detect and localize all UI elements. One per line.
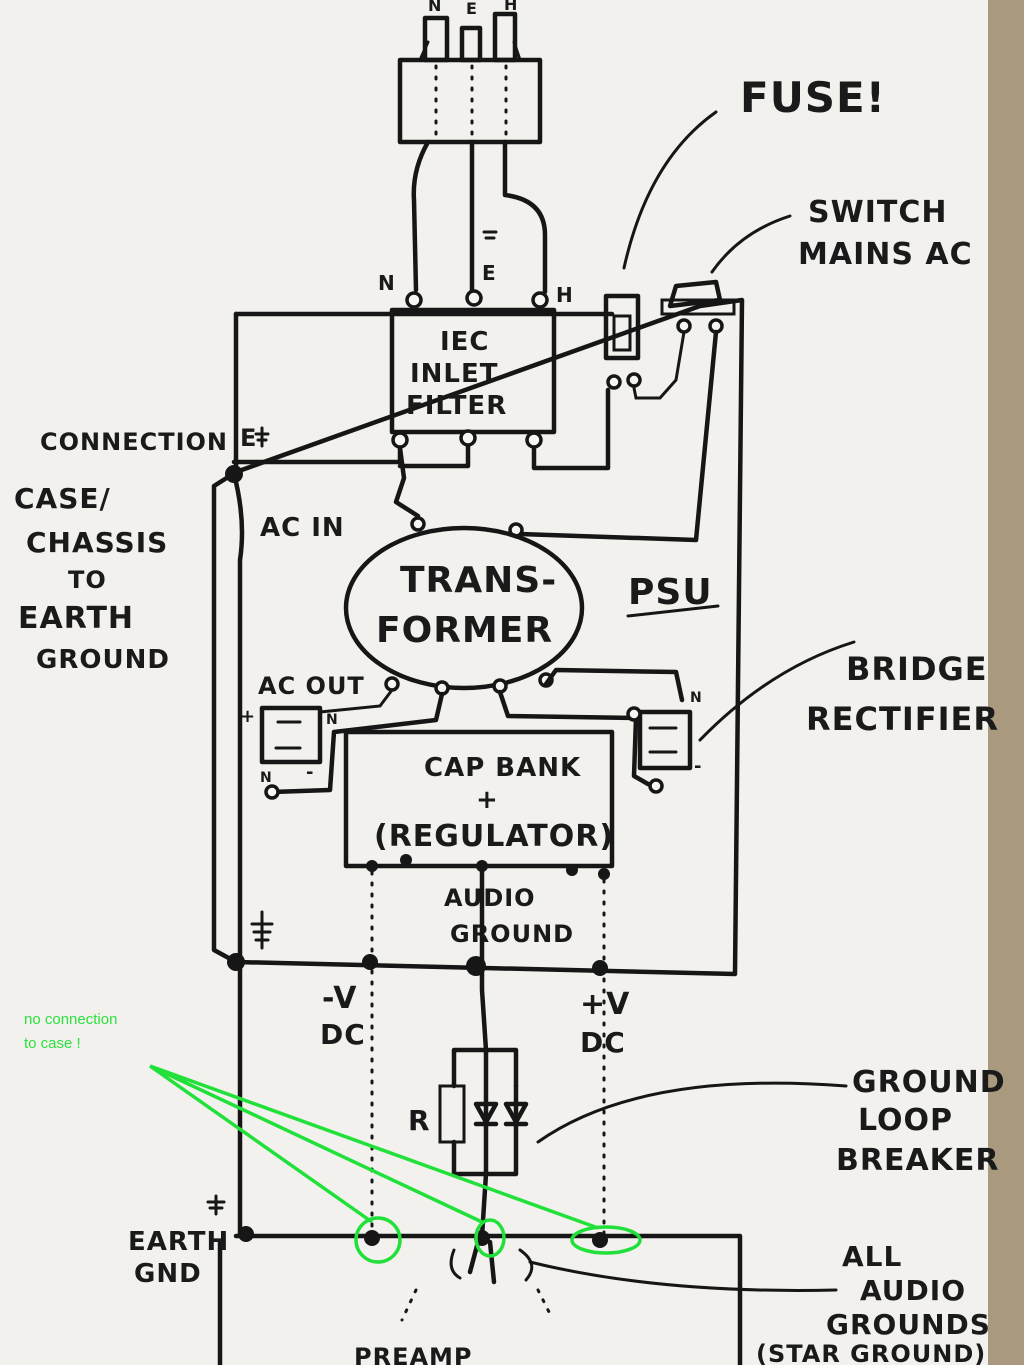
rect-left-n2: N xyxy=(260,770,273,786)
internal-wiring xyxy=(231,329,719,543)
psu-underline xyxy=(626,604,720,618)
neg-v-line1: -V xyxy=(322,981,358,1016)
switch-pointer xyxy=(710,214,792,274)
ground-loop-pointer xyxy=(536,1081,848,1144)
fuse-holder xyxy=(603,293,642,390)
chassis-ground-icon xyxy=(250,910,274,950)
transformer-label-line2: FORMER xyxy=(376,610,553,651)
cap-bank-regulator: CAP BANK + (REGULATOR) xyxy=(343,729,615,880)
ground-loop-breaker: R xyxy=(408,1047,529,1239)
audio-ground-line1: AUDIO xyxy=(444,884,536,912)
earth-node-bottom xyxy=(227,953,245,971)
ac-out-label: AC OUT xyxy=(258,672,365,700)
rect-right-minus: - xyxy=(694,756,702,777)
all-audio-pointer xyxy=(528,1260,838,1292)
chassis-earth-wire xyxy=(231,471,245,1237)
rect-right-n: N xyxy=(690,690,703,706)
capbank-label-line1: CAP BANK xyxy=(424,753,581,783)
transformer: TRANS- FORMER xyxy=(343,525,585,696)
earth-gnd-line2: GND xyxy=(134,1259,202,1289)
bridge-pointer xyxy=(698,640,856,742)
bridge-rectifier-right: N - xyxy=(497,667,703,794)
ground-loop-line2: LOOP xyxy=(858,1103,953,1138)
iec-label-line2: INLET xyxy=(410,359,499,389)
ground-loop-line1: GROUND xyxy=(852,1065,1006,1100)
chassis-note-line2: CASE/ xyxy=(14,482,111,515)
psu-label: PSU xyxy=(628,572,713,613)
green-note-line2: to case ! xyxy=(24,1035,81,1052)
capbank-label-line2: + xyxy=(476,785,499,815)
terminal-h-label: H xyxy=(556,283,574,307)
all-audio-line3: GROUNDS xyxy=(826,1308,991,1341)
rect-left-minus: - xyxy=(306,762,314,783)
green-annotation: no connection to case ! xyxy=(24,1011,642,1264)
preamp-label: PREAMP xyxy=(354,1343,473,1365)
green-circle-pos xyxy=(570,1225,642,1255)
switch-label-line1: SWITCH xyxy=(808,195,947,230)
all-audio-line4: (STAR GROUND) xyxy=(756,1340,986,1365)
all-audio-line1: ALL xyxy=(842,1240,902,1273)
fuse-pointer xyxy=(622,110,718,270)
iec-label-line3: FILTER xyxy=(406,391,507,421)
green-circle-neg xyxy=(354,1216,402,1264)
fuse-label: FUSE! xyxy=(740,73,886,122)
ground-loop-line3: BREAKER xyxy=(836,1143,1000,1178)
plug-pin-e-label: E xyxy=(466,0,478,18)
earth-gnd-line1: EARTH xyxy=(128,1227,229,1257)
chassis-note-line5: EARTH xyxy=(18,601,134,636)
pos-v-line2: DC xyxy=(580,1026,626,1059)
bridge-label-line1: BRIDGE xyxy=(846,650,988,688)
plug-pin-h-label: H xyxy=(504,0,518,14)
earth-top-label: E xyxy=(240,424,257,452)
bridge-rectifier-left: + N N - xyxy=(240,688,445,800)
chassis-note-line1: CONNECTION xyxy=(40,428,228,456)
iec-label-line1: IEC xyxy=(440,327,490,357)
chassis-note-line3: CHASSIS xyxy=(26,526,168,559)
mains-switch xyxy=(660,279,736,334)
dc-rails xyxy=(362,869,608,1240)
chassis-note-line6: GROUND xyxy=(36,645,170,675)
ac-in-label: AC IN xyxy=(260,513,345,543)
rect-left-n: N xyxy=(326,712,339,728)
plug-pin-n-label: N xyxy=(428,0,442,15)
pos-v-line1: +V xyxy=(580,987,630,1022)
preamp-enclosure xyxy=(206,1194,743,1365)
earth-icon-top xyxy=(254,426,270,448)
rect-left-plus: + xyxy=(240,706,256,727)
green-circle-ground xyxy=(474,1218,506,1258)
resistor-label: R xyxy=(408,1104,431,1137)
green-note-line1: no connection xyxy=(24,1011,117,1028)
mains-plug: N E H xyxy=(397,0,543,145)
neg-v-line2: DC xyxy=(320,1018,366,1051)
switch-label-line2: MAINS AC xyxy=(798,237,973,272)
transformer-label-line1: TRANS- xyxy=(400,560,557,601)
audio-ground-line2: GROUND xyxy=(450,920,574,948)
mains-cable xyxy=(411,139,548,295)
chassis-note-line4: TO xyxy=(68,566,107,594)
terminal-n-label: N xyxy=(378,271,396,295)
table-edge xyxy=(988,0,1024,1365)
all-audio-line2: AUDIO xyxy=(860,1274,966,1307)
terminal-e-label: E xyxy=(482,261,497,285)
bridge-label-line2: RECTIFIER xyxy=(806,700,999,738)
capbank-label-line3: (REGULATOR) xyxy=(374,819,614,854)
